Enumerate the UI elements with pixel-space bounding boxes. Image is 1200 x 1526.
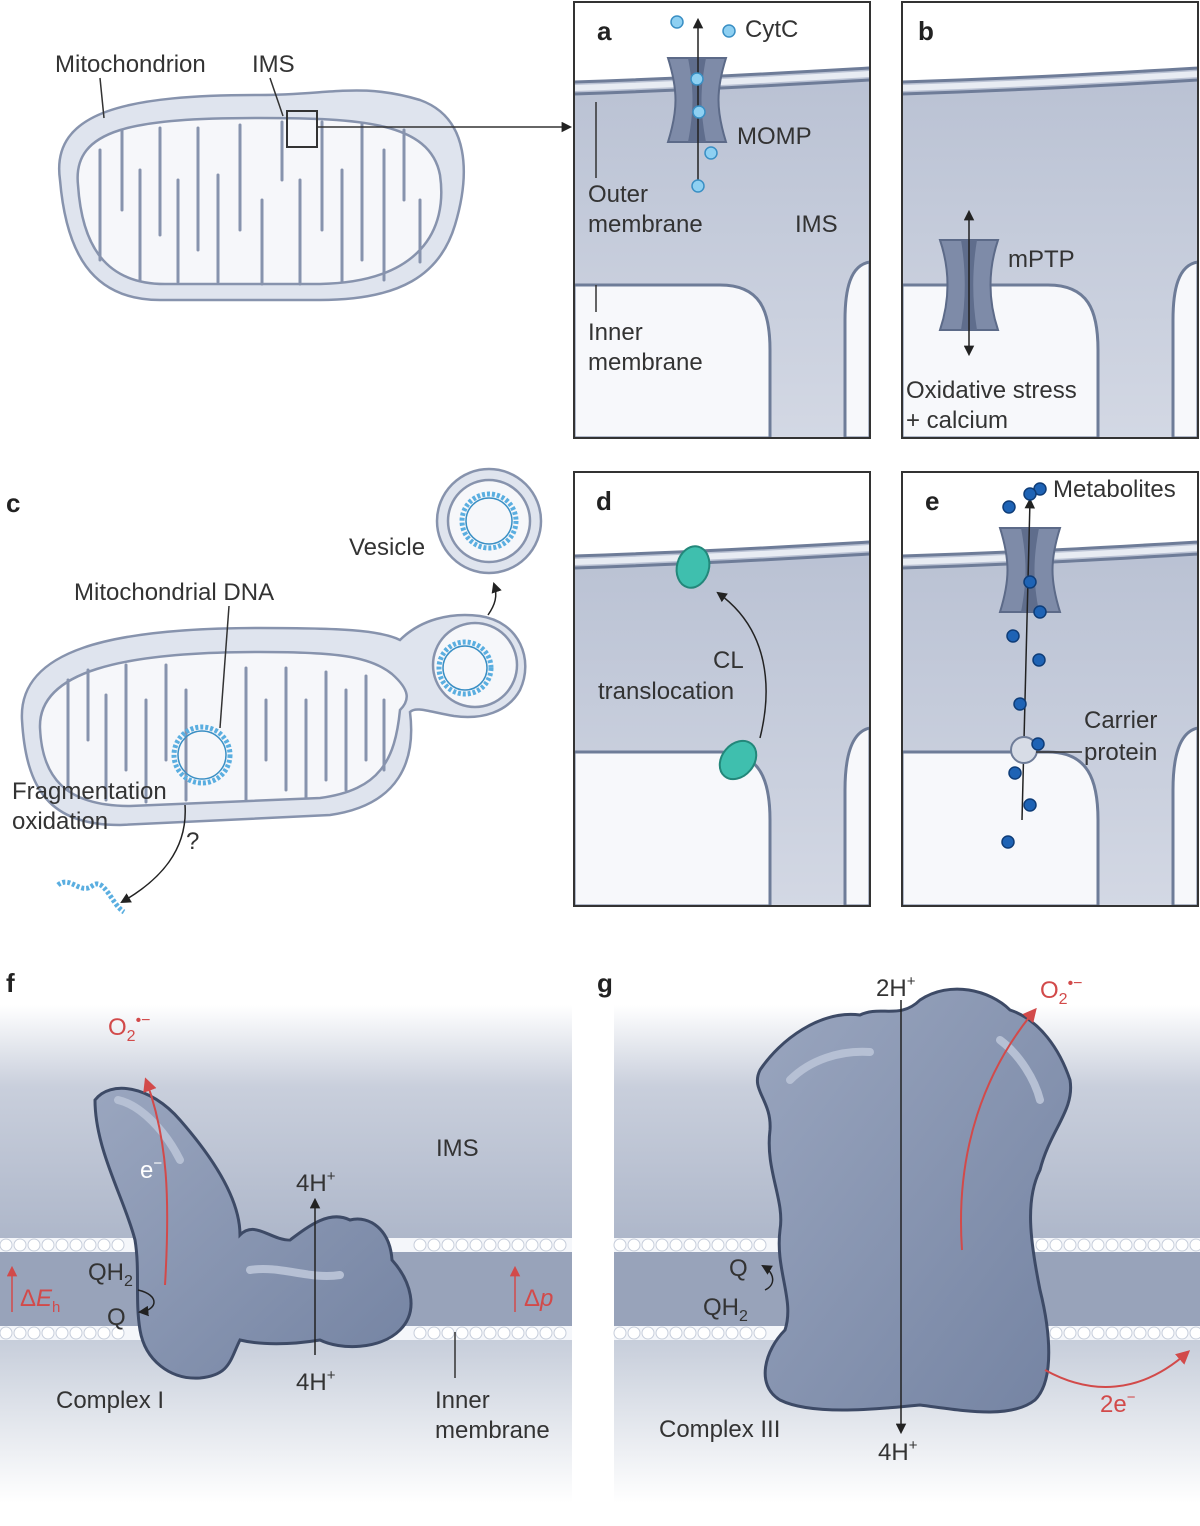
ims-label-f: IMS: [436, 1135, 479, 1162]
panel-c-letter: c: [6, 488, 20, 518]
qh2-text-f: QH: [88, 1259, 124, 1286]
panel-b: [901, 1, 1199, 439]
delta-eh-label: ΔEh: [20, 1285, 60, 1316]
panel-d-letter: d: [596, 486, 612, 516]
complex-iii-label: Complex III: [659, 1416, 780, 1443]
panel-f-letter: f: [6, 968, 15, 998]
ims-label-a: IMS: [795, 211, 838, 238]
qh2-text-g: QH: [703, 1294, 739, 1321]
metabolites-label: Metabolites: [1053, 476, 1176, 503]
two-protons-top-text: 2H: [876, 975, 907, 1002]
two-electrons-label: 2e−: [1100, 1389, 1136, 1418]
mitochondrial-dna-label: Mitochondrial DNA: [74, 579, 274, 606]
four-protons-bottom-label-g: 4H+: [878, 1437, 918, 1466]
fragmentation-label-2: oxidation: [12, 808, 108, 835]
two-protons-top-label: 2H+: [876, 973, 916, 1002]
inner-membrane-label-f-1: Inner: [435, 1387, 490, 1414]
panel-c: [20, 467, 543, 915]
panel-e-letter: e: [925, 486, 939, 516]
carrier-protein-label-1: Carrier: [1084, 707, 1157, 734]
panel-g-letter: g: [597, 968, 613, 998]
delta-eh-symbol: E: [36, 1285, 53, 1312]
delta-p-symbol: p: [539, 1285, 553, 1312]
fragmentation-label-1: Fragmentation: [12, 778, 167, 805]
mitochondrion-illustration: [57, 77, 573, 302]
mptp-label: mPTP: [1008, 246, 1075, 273]
panel-a-letter: a: [597, 16, 612, 46]
four-protons-top-text: 4H: [296, 1170, 327, 1197]
four-protons-bottom-text: 4H: [296, 1369, 327, 1396]
inner-membrane-label-f-2: membrane: [435, 1417, 550, 1444]
carrier-protein-label-2: protein: [1084, 739, 1157, 766]
qh2-label-g: QH2: [703, 1294, 748, 1325]
panel-d: [573, 471, 871, 907]
qh2-label-f: QH2: [88, 1259, 133, 1290]
panel-f: [0, 1005, 572, 1503]
electron-label-f: e−: [140, 1155, 162, 1184]
cytc-label: CytC: [745, 16, 798, 43]
superoxide-label-g: O2•−: [1040, 975, 1083, 1008]
mitochondrion-label: Mitochondrion: [55, 51, 206, 78]
panel-g: [613, 987, 1200, 1503]
inner-membrane-label-2: membrane: [588, 349, 703, 376]
panel-e: [901, 471, 1199, 907]
two-electrons-text: 2e: [1100, 1391, 1127, 1418]
cl-translocation-label-1: CL: [713, 647, 744, 674]
inner-membrane-label-1: Inner: [588, 319, 643, 346]
outer-membrane-label-1: Outer: [588, 181, 648, 208]
panel-a: [573, 1, 871, 439]
panel-b-letter: b: [918, 16, 934, 46]
complex-i-label: Complex I: [56, 1387, 164, 1414]
q-label-g: Q: [729, 1255, 748, 1282]
electron-symbol: e: [140, 1157, 153, 1184]
q-label-f: Q: [107, 1304, 126, 1331]
oxidative-stress-label-2: + calcium: [906, 407, 1008, 434]
cl-translocation-label-2: translocation: [598, 678, 734, 705]
four-protons-bottom-text-g: 4H: [878, 1439, 909, 1466]
four-protons-top-label: 4H+: [296, 1168, 336, 1197]
question-mark-label: ?: [186, 828, 199, 855]
delta-p-label: Δp: [524, 1285, 553, 1312]
oxidative-stress-label-1: Oxidative stress: [906, 377, 1077, 404]
vesicle-label: Vesicle: [349, 534, 425, 561]
outer-membrane-label-2: membrane: [588, 211, 703, 238]
ims-label-top: IMS: [252, 51, 295, 78]
momp-label: MOMP: [737, 123, 812, 150]
four-protons-bottom-label: 4H+: [296, 1367, 336, 1396]
